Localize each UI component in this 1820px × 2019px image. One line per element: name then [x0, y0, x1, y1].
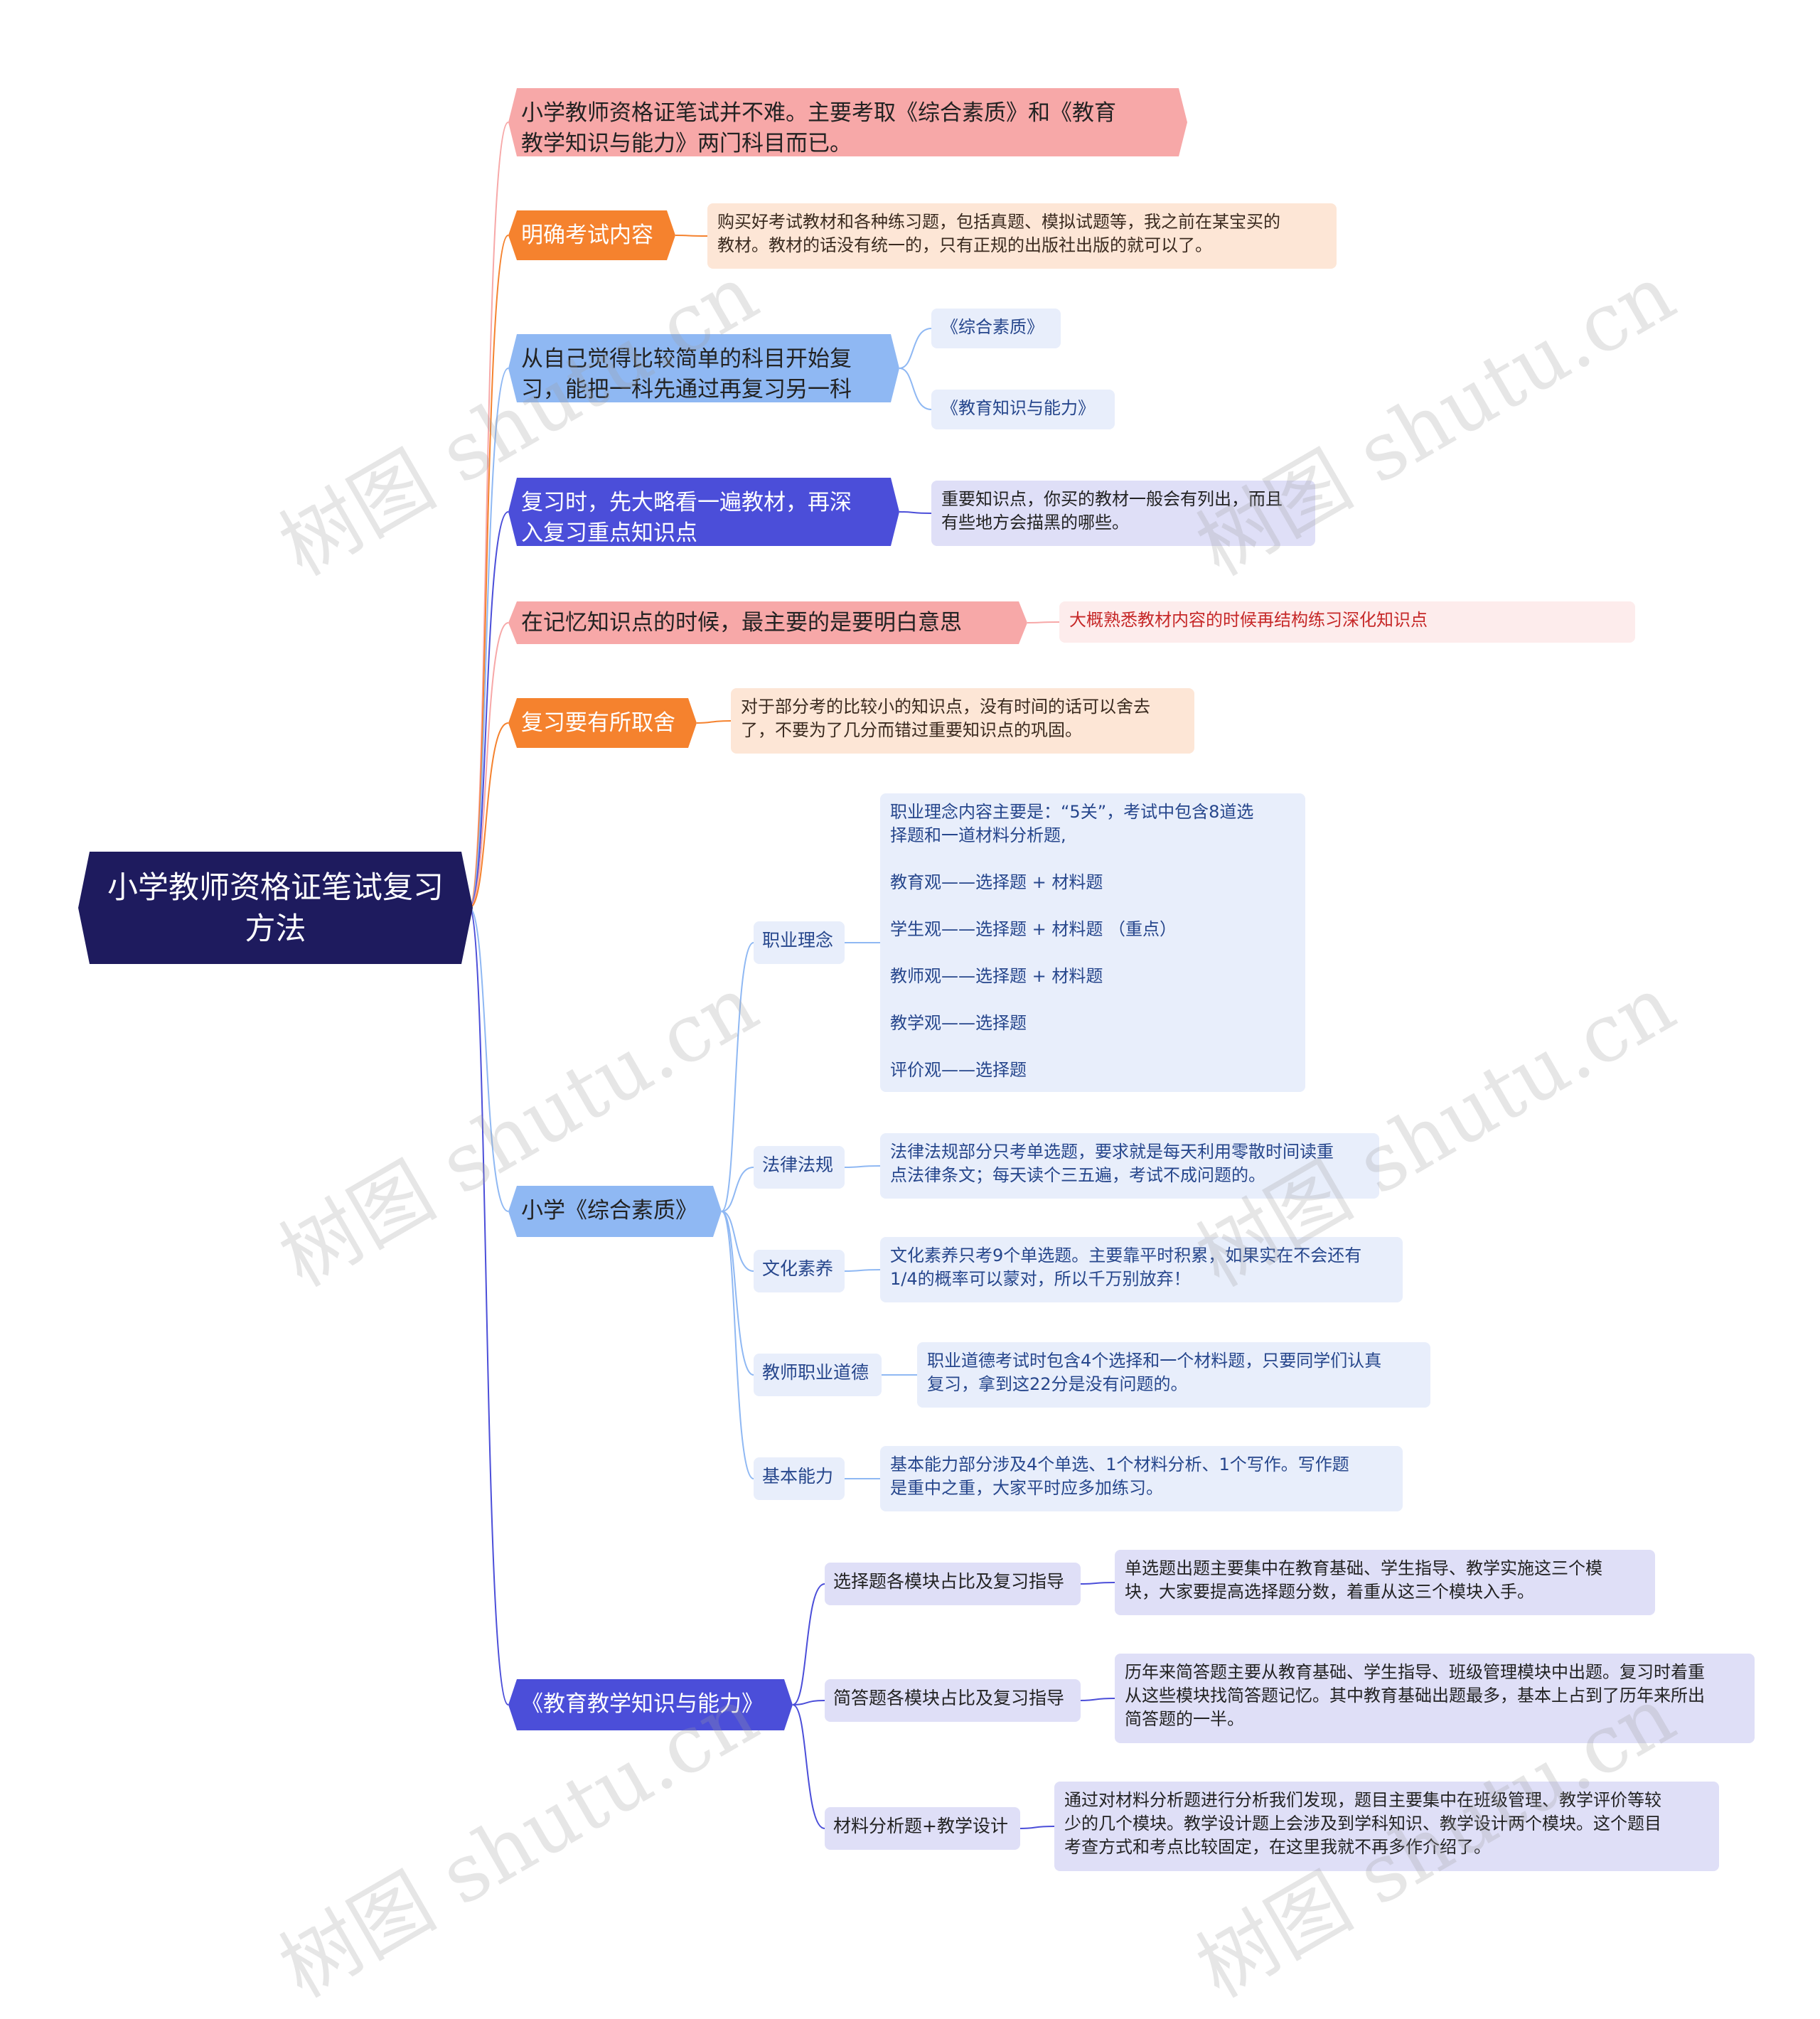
- leaf-subject-education-ability: 《教育知识与能力》: [931, 390, 1115, 429]
- branch-connector: [792, 1700, 825, 1705]
- branch-connector: [1027, 621, 1060, 623]
- sub-teacher-ethics[interactable]: 教师职业道德: [754, 1354, 882, 1396]
- root-connector: [469, 368, 509, 909]
- branch-start-easy-subject[interactable]: 从自己觉得比较简单的科目开始复 习，能把一科先通过再复习另一科: [508, 334, 899, 402]
- leaf-buy-materials: 购买好考试教材和各种练习题，包括真题、模拟试题等，我之前在某宝买的 教材。教材的…: [707, 203, 1337, 269]
- branch-connector: [792, 1583, 825, 1705]
- branch-exam-overview[interactable]: 小学教师资格证笔试并不难。主要考取《综合素质》和《教育 教学知识与能力》两门科目…: [508, 88, 1187, 156]
- root-connector: [469, 907, 509, 1705]
- branch-connector: [675, 235, 708, 237]
- leaf-skip-minor-points: 对于部分考的比较小的知识点，没有时间的话可以舍去 了，不要为了几分而错过重要知识…: [731, 688, 1194, 754]
- branch-understand-meaning[interactable]: 在记忆知识点的时候，最主要的是要明白意思: [508, 601, 1027, 644]
- leaf-key-points: 重要知识点，你买的教材一般会有列出，而且 有些地方会描黑的哪些。: [931, 481, 1315, 546]
- leaf-short-answer-guide: 历年来简答题主要从教育基础、学生指导、班级管理模块中出题。复习时着重 从这些模块…: [1115, 1654, 1755, 1743]
- branch-connector: [696, 720, 732, 724]
- leaf-teacher-ethics: 职业道德考试时包含4个选择和一个材料题，只要同学们认真 复习，拿到这22分是没有…: [917, 1342, 1430, 1408]
- branch-connector: [844, 1165, 881, 1168]
- sub-laws-regulations[interactable]: 法律法规: [754, 1146, 845, 1189]
- leaf-material-analysis: 通过对材料分析题进行分析我们发现，题目主要集中在班级管理、教学评价等较 少的几个…: [1054, 1782, 1719, 1871]
- branch-connector: [792, 1704, 825, 1829]
- branch-connector: [721, 1211, 754, 1479]
- branch-connector: [899, 511, 932, 514]
- branch-connector: [899, 368, 932, 410]
- root-connector: [469, 622, 509, 909]
- branch-connector: [1080, 1582, 1115, 1585]
- branch-connector: [721, 942, 754, 1212]
- root-node[interactable]: 小学教师资格证笔试复习 方法: [78, 852, 473, 964]
- leaf-multiple-choice-guide: 单选题出题主要集中在教育基础、学生指导、教学实施这三个模 块，大家要提高选择题分…: [1115, 1550, 1655, 1615]
- sub-multiple-choice-guide[interactable]: 选择题各模块占比及复习指导: [825, 1563, 1081, 1605]
- sub-cultural-literacy[interactable]: 文化素养: [754, 1250, 845, 1292]
- branch-clarify-exam-content[interactable]: 明确考试内容: [508, 210, 675, 260]
- sub-professional-philosophy[interactable]: 职业理念: [754, 921, 845, 964]
- root-connector: [469, 722, 509, 909]
- branch-connector: [899, 328, 932, 369]
- branch-connector: [721, 1211, 754, 1376]
- leaf-laws-regulations: 法律法规部分只考单选题，要求就是每天利用零散时间读重 点法律条文；每天读个三五遍…: [880, 1133, 1379, 1199]
- sub-short-answer-guide[interactable]: 简答题各模块占比及复习指导: [825, 1679, 1081, 1722]
- connector-lines: [469, 122, 1115, 1829]
- branch-connector: [1019, 1826, 1055, 1829]
- branch-comprehensive-quality[interactable]: 小学《综合素质》: [508, 1186, 722, 1237]
- leaf-cultural-literacy: 文化素养只考9个单选题。主要靠平时积累，如果实在不会还有 1/4的概率可以蒙对，…: [880, 1237, 1403, 1302]
- branch-connector: [721, 1211, 754, 1272]
- leaf-professional-philosophy: 职业理念内容主要是：“5关”，考试中包含8道选 择题和一道材料分析题, 教育观—…: [880, 793, 1305, 1092]
- leaf-basic-ability: 基本能力部分涉及4个单选、1个材料分析、1个写作。写作题 是重中之重，大家平时应…: [880, 1446, 1403, 1511]
- root-connector: [469, 511, 509, 909]
- branch-review-method[interactable]: 复习时，先大略看一遍教材，再深 入复习重点知识点: [508, 478, 899, 546]
- sub-basic-ability[interactable]: 基本能力: [754, 1457, 845, 1500]
- leaf-structured-practice: 大概熟悉教材内容的时候再结构练习深化知识点: [1059, 601, 1635, 643]
- root-connector: [469, 235, 509, 909]
- branch-connector: [1080, 1698, 1115, 1701]
- branch-connector: [721, 1167, 754, 1212]
- leaf-subject-comprehensive: 《综合素质》: [931, 309, 1061, 348]
- root-connector: [469, 907, 509, 1212]
- branch-education-knowledge[interactable]: 《教育教学知识与能力》: [508, 1679, 793, 1730]
- branch-connector: [844, 1269, 881, 1272]
- branch-prioritize[interactable]: 复习要有所取舍: [508, 698, 697, 748]
- sub-material-analysis[interactable]: 材料分析题+教学设计: [825, 1807, 1020, 1850]
- mind-map-canvas: 小学教师资格证笔试复习 方法 小学教师资格证笔试并不难。主要考取《综合素质》和《…: [0, 0, 1755, 2015]
